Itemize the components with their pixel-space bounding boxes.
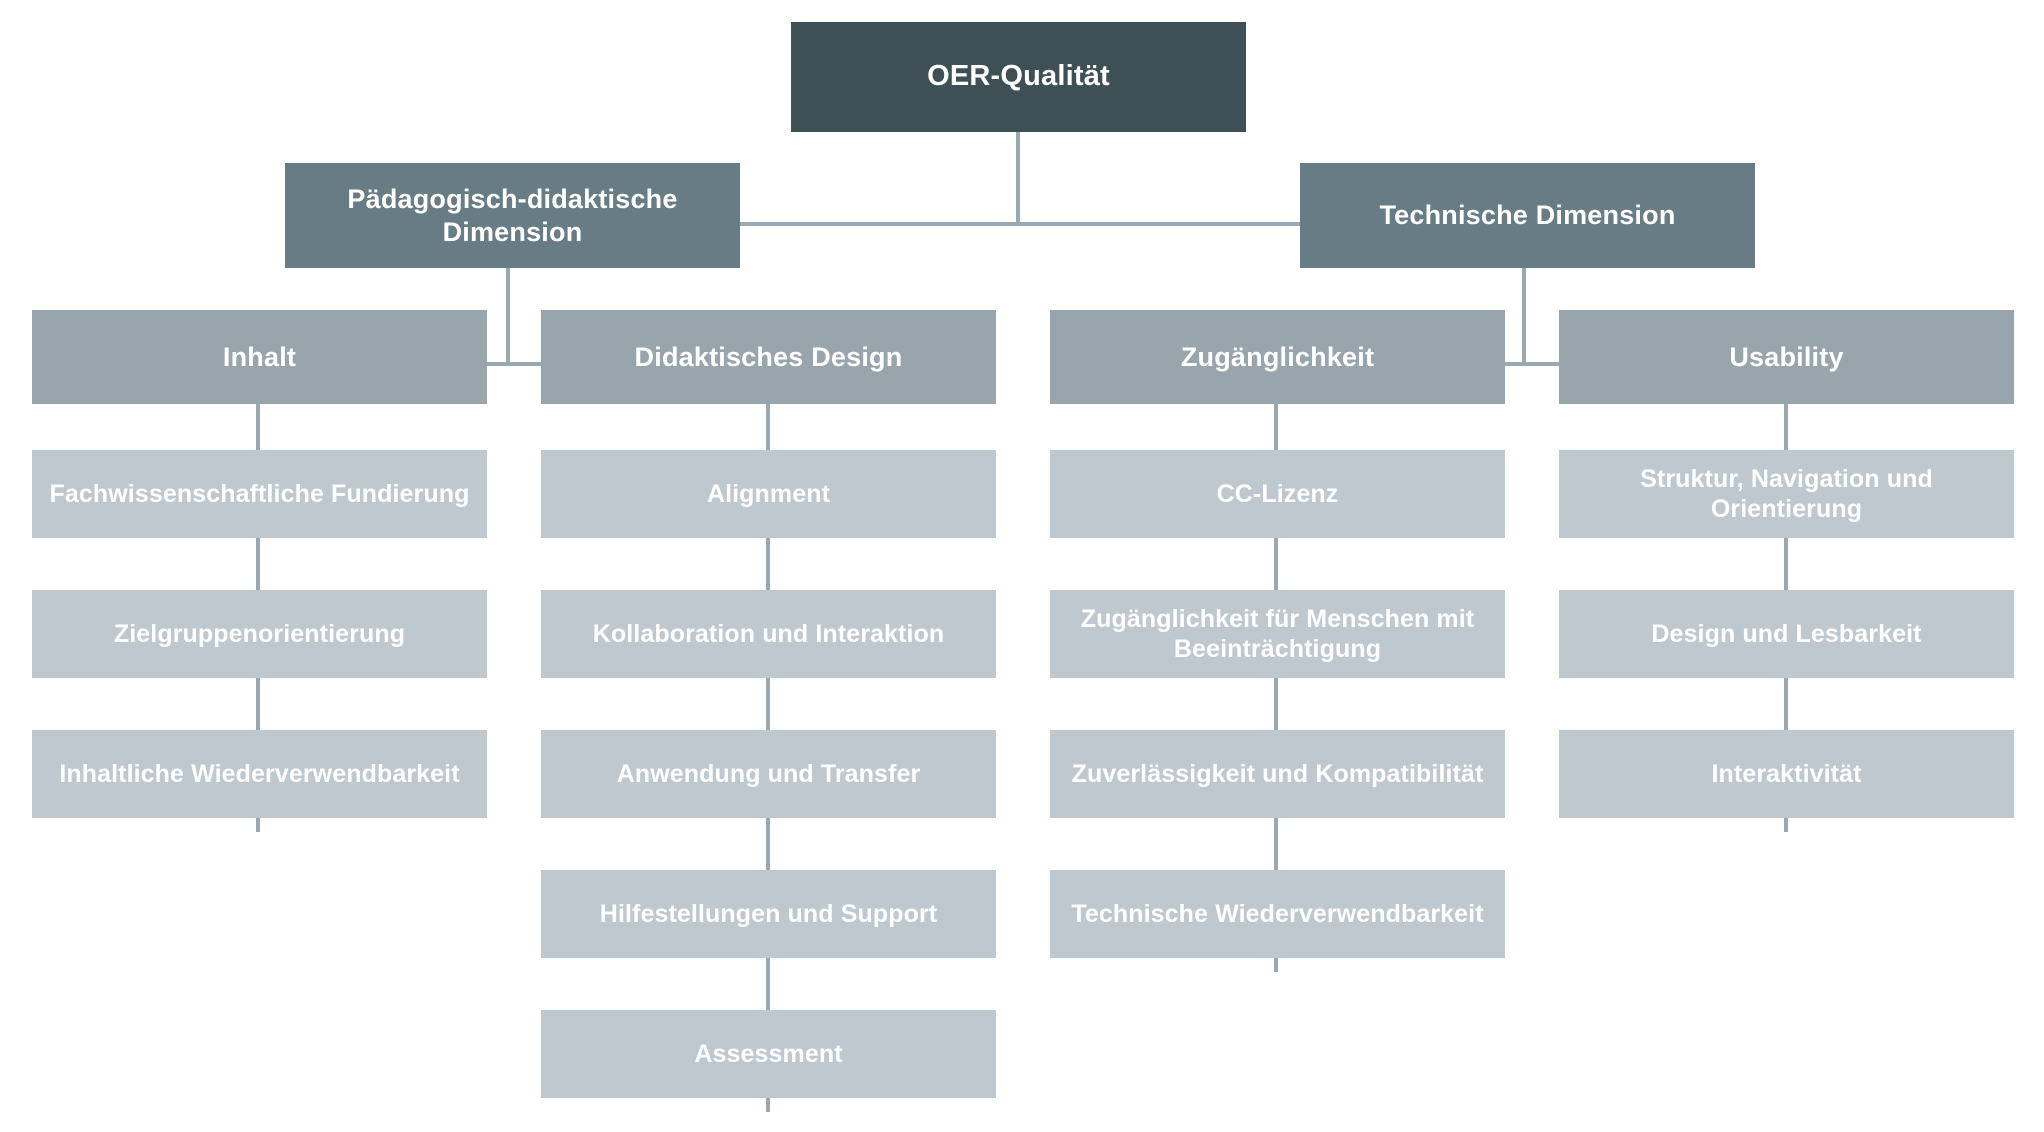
node-label: Alignment [706, 479, 831, 508]
node-label: Fachwissenschaftliche Fundierung [49, 479, 470, 508]
node-kollaboration-und-interaktion[interactable]: Kollaboration und Interaktion [541, 590, 996, 678]
node-label: Didaktisches Design [634, 341, 903, 372]
node-interaktivitaet[interactable]: Interaktivität [1559, 730, 2014, 818]
node-label: Zuverlässigkeit und Kompatibilität [1071, 759, 1484, 788]
node-assessment[interactable]: Assessment [541, 1010, 996, 1098]
node-label: Struktur, Navigation und Orientierung [1640, 464, 1933, 524]
node-label: Inhalt [222, 341, 297, 372]
node-label: Anwendung und Transfer [616, 759, 921, 788]
node-label: Zielgruppenorientierung [113, 619, 406, 648]
node-label: OER-Qualität [927, 60, 1110, 93]
node-zugaenglichkeit[interactable]: Zugänglichkeit [1050, 310, 1505, 404]
node-design-und-lesbarkeit[interactable]: Design und Lesbarkeit [1559, 590, 2014, 678]
node-technische-dimension[interactable]: Technische Dimension [1300, 163, 1755, 268]
node-label: Design und Lesbarkeit [1651, 619, 1922, 648]
node-zielgruppenorientierung[interactable]: Zielgruppenorientierung [32, 590, 487, 678]
node-label: CC-Lizenz [1216, 479, 1339, 508]
node-label: Assessment [694, 1039, 843, 1068]
node-label: Pädagogisch-didaktische Dimension [347, 183, 678, 247]
node-inhalt[interactable]: Inhalt [32, 310, 487, 404]
connector-pedagogical-stem [506, 268, 510, 366]
connector-pedagogical-bus [260, 362, 756, 366]
node-label: Kollaboration und Interaktion [592, 619, 945, 648]
connector-dimension-bus [508, 222, 1524, 226]
node-oer-qualitaet[interactable]: OER-Qualität [791, 22, 1246, 132]
node-zugaenglichkeit-fuer-menschen-mit-beeintraechtigung[interactable]: Zugänglichkeit für Menschen mit Beeinträ… [1050, 590, 1505, 678]
node-label: Interaktivität [1711, 759, 1862, 788]
node-cc-lizenz[interactable]: CC-Lizenz [1050, 450, 1505, 538]
node-label: Zugänglichkeit für Menschen mit Beeinträ… [1080, 604, 1475, 664]
node-label: Technische Wiederverwendbarkeit [1071, 899, 1484, 928]
node-label: Hilfestellungen und Support [599, 899, 938, 928]
node-anwendung-und-transfer[interactable]: Anwendung und Transfer [541, 730, 996, 818]
node-label: Inhaltliche Wiederverwendbarkeit [59, 759, 460, 788]
node-paedagogisch-didaktische-dimension[interactable]: Pädagogisch-didaktische Dimension [285, 163, 740, 268]
node-label: Zugänglichkeit [1180, 341, 1375, 372]
node-inhaltliche-wiederverwendbarkeit[interactable]: Inhaltliche Wiederverwendbarkeit [32, 730, 487, 818]
connector-technical-bus [1278, 362, 1774, 366]
node-usability[interactable]: Usability [1559, 310, 2014, 404]
node-technische-wiederverwendbarkeit[interactable]: Technische Wiederverwendbarkeit [1050, 870, 1505, 958]
connector-technical-stem [1522, 268, 1526, 366]
node-fachwissenschaftliche-fundierung[interactable]: Fachwissenschaftliche Fundierung [32, 450, 487, 538]
node-label: Usability [1729, 341, 1844, 372]
node-struktur-navigation-und-orientierung[interactable]: Struktur, Navigation und Orientierung [1559, 450, 2014, 538]
node-hilfestellungen-und-support[interactable]: Hilfestellungen und Support [541, 870, 996, 958]
connector-spine-zugaenglichkeit [1274, 404, 1278, 972]
connector-root-stem [1016, 132, 1020, 224]
node-didaktisches-design[interactable]: Didaktisches Design [541, 310, 996, 404]
node-alignment[interactable]: Alignment [541, 450, 996, 538]
node-zuverlaessigkeit-und-kompatibilitaet[interactable]: Zuverlässigkeit und Kompatibilität [1050, 730, 1505, 818]
node-label: Technische Dimension [1379, 200, 1676, 231]
